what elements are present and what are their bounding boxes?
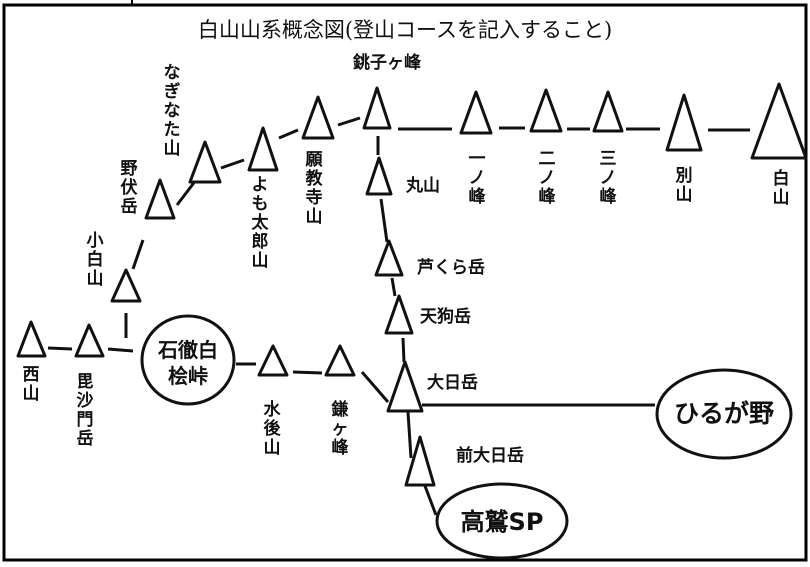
- label-ninomine: 二ノ峰: [538, 149, 556, 207]
- label-kamagamine: 鎌ヶ峰: [331, 400, 349, 458]
- peak-choshigamine-icon: [362, 86, 392, 130]
- peak-koshiroyama-icon: [110, 268, 142, 303]
- hirugano-oval: [655, 368, 793, 460]
- peak-nagginatayama-icon: [188, 140, 222, 184]
- peak-ichinomine-icon: [459, 90, 493, 135]
- peak-tengudake-icon: [384, 294, 414, 335]
- ishidoshiro-line1: 石徹白: [158, 338, 218, 362]
- diagram-border: [2, 3, 808, 562]
- takasu-oval: [435, 482, 569, 560]
- label-choshigamine: 銚子ヶ峰: [353, 53, 421, 73]
- peak-dainichidake-icon: [386, 360, 424, 413]
- label-bishamondake: 毘沙門岳: [76, 372, 94, 449]
- ishidoshiro-label: 石徹白 桧峠: [142, 337, 234, 389]
- label-betsuzan: 別山: [675, 166, 693, 205]
- route-lines: [47, 116, 750, 516]
- peak-nobushidake-icon: [144, 178, 176, 220]
- label-nishiyama: 西山: [22, 365, 40, 404]
- peak-ashikuradake-icon: [374, 239, 404, 277]
- label-dainichidake: 大日岳: [427, 373, 478, 393]
- label-nobushidake: 野伏岳: [120, 159, 138, 217]
- peak-sannomine-icon: [592, 90, 624, 133]
- label-ichinomine: 一ノ峰: [468, 149, 486, 207]
- label-maedainichidake: 前大日岳: [456, 446, 524, 466]
- label-nagginatayama: なぎなた山: [163, 63, 181, 159]
- peak-kamagamine-icon: [324, 344, 356, 377]
- peak-betsuzan-icon: [665, 93, 703, 152]
- label-ashikuradake: 芦くら岳: [417, 258, 485, 278]
- peak-hakusan-icon: [750, 82, 808, 160]
- peak-nishiyama-icon: [16, 320, 47, 358]
- diagram-title: 白山山系概念図(登山コースを記入すること): [197, 18, 613, 42]
- label-maruyama: 丸山: [406, 176, 440, 196]
- label-sannomine: 三ノ峰: [599, 149, 617, 207]
- takasu-label: 高鷲SP: [460, 508, 544, 536]
- peak-maruyama-icon: [365, 156, 393, 196]
- hirugano-label: ひるが野: [673, 399, 774, 428]
- peak-mizushiroyama-icon: [257, 344, 289, 377]
- label-tengudake: 天狗岳: [420, 307, 471, 327]
- ishidoshiro-oval: [140, 314, 236, 406]
- peak-gankyojiyama-icon: [301, 95, 335, 140]
- ishidoshiro-line2: 桧峠: [168, 364, 208, 388]
- peak-ninomine-icon: [529, 88, 563, 133]
- peak-bishamondake-icon: [74, 323, 105, 358]
- label-koshiroyama: 小白山: [86, 231, 104, 289]
- peak-yomotaroyama-icon: [247, 126, 279, 172]
- label-hakusan: 白山: [772, 169, 790, 208]
- peak-maedainichidake-icon: [404, 435, 436, 487]
- label-gankyojiyama: 願教寺山: [305, 150, 323, 227]
- label-yomotaroyama: よも太郎山: [251, 175, 269, 271]
- label-mizushiroyama: 水後山: [263, 400, 281, 458]
